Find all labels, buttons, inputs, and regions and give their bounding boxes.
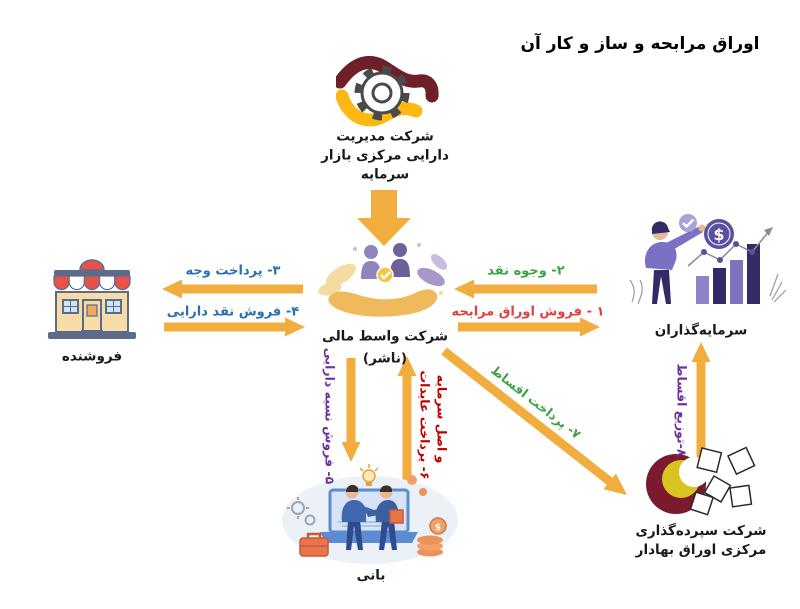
two-people-icon: [361, 243, 410, 279]
arrow-flow3-left: [162, 279, 303, 299]
arrow-flow7-diagonal: [441, 347, 627, 495]
arrow-flow4-right: [164, 317, 305, 337]
arrow-camc-to-intermediary: [357, 190, 411, 246]
lightbulb-icon: [359, 464, 379, 486]
check-badge-icon: [376, 266, 394, 284]
store-base: [48, 332, 136, 339]
csd-logo-icon: [646, 446, 756, 516]
leaves-decor: [318, 243, 447, 296]
investor-person: [644, 221, 706, 304]
line-chart-icon: [687, 227, 773, 267]
originator-label: بانی: [356, 567, 386, 584]
camc-logo-icon: [336, 56, 439, 127]
gears-decor: [287, 497, 316, 526]
seller-label: فروشنده: [61, 348, 123, 365]
briefcase-icon: [299, 532, 329, 557]
check-badge-icon: [679, 214, 697, 232]
flow6-label-line2: و اصل سرمایه: [434, 374, 450, 464]
gold-wave: [336, 89, 423, 127]
cap-icon: [651, 221, 670, 234]
flow4-label: ۴- فروش نقد دارایی: [166, 304, 300, 320]
coins-icon: $: [407, 475, 447, 557]
svg-text:$: $: [435, 523, 441, 533]
grass-decor: [629, 273, 787, 305]
gear-teeth: [354, 65, 410, 121]
page-title: اوراق مرابحه و ساز و کار آن: [520, 34, 760, 54]
intermediary-sublabel: (ناشر): [362, 350, 408, 367]
gear-icon: [354, 65, 410, 121]
flow6-label-line1: ۶- پرداخت عایدات: [417, 370, 433, 480]
originator-icon: $: [282, 464, 458, 564]
seller-store-icon: [48, 259, 136, 339]
arrow-flow1-right: [458, 317, 600, 337]
store-windows: [62, 299, 122, 314]
intermediary-icon: [318, 243, 447, 317]
hand-icon: [328, 289, 438, 317]
store-awning: [53, 275, 131, 291]
flow1-label: ۱ - فروش اوراق مرابحه: [451, 304, 605, 320]
dollar-coin-icon: $: [704, 219, 734, 249]
investors-label: سرمایه‌گذاران: [654, 322, 748, 339]
flow5-label: ۵- فروش نسیه دارایی: [322, 347, 338, 485]
flow8-label: ۸-توزیع اقساط: [674, 363, 690, 457]
arrow-flow2-left: [454, 279, 597, 299]
csd-label: شرکت سپرده‌گذاری مرکزی اوراق بهادار: [635, 523, 767, 558]
flow2-label: ۲- وجوه نقد: [487, 263, 565, 279]
right-businessman: [366, 485, 404, 550]
documents-icon: [689, 446, 756, 516]
flow3-label: ۳- پرداخت وجه: [185, 263, 281, 279]
box-icon: [389, 509, 404, 524]
store-dome: [79, 259, 105, 271]
svg-text:$: $: [713, 225, 724, 244]
arrow-flow6-up: [397, 356, 417, 480]
bar-chart-icon: [696, 244, 760, 304]
intermediary-label: شرکت واسط مالی: [321, 328, 449, 345]
arrow-flow8-up: [691, 342, 711, 465]
arrow-flow5-down: [341, 358, 361, 462]
camc-label: شرکت مدیریت دارایی مرکزی بازار سرمایه: [321, 128, 449, 183]
store-door: [82, 299, 102, 333]
investors-icon: $: [629, 214, 787, 305]
